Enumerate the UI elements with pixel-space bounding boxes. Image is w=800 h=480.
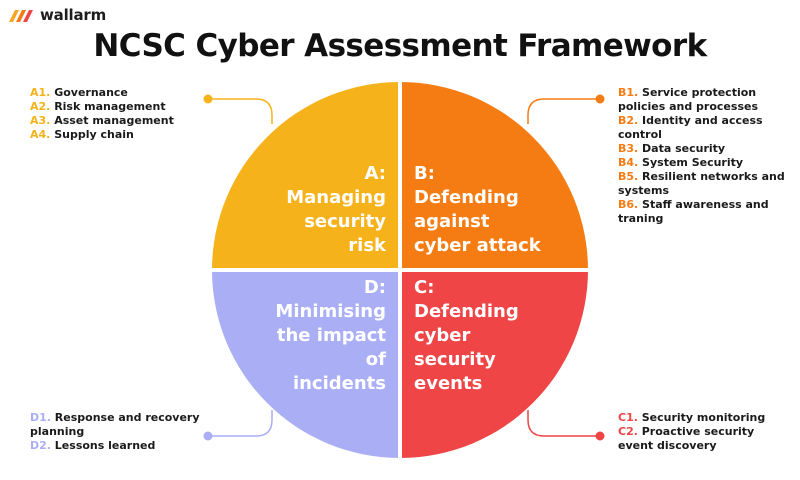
list-item: B6. Staff awareness and traning: [618, 198, 786, 226]
list-item: B1. Service protection policies and proc…: [618, 86, 786, 114]
item-code: A2.: [30, 100, 51, 113]
list-item: B2. Identity and access control: [618, 114, 786, 142]
item-text: Response and recovery planning: [30, 411, 200, 438]
quadrant-b-label: B: Defending against cyber attack: [414, 163, 541, 256]
item-text: Security monitoring: [637, 411, 766, 424]
item-text: Supply chain: [50, 128, 134, 141]
list-item: A2. Risk management: [30, 100, 210, 114]
list-item: B3. Data security: [618, 142, 786, 156]
item-code: B2.: [618, 114, 639, 127]
item-code: D1.: [30, 411, 51, 424]
item-code: A3.: [30, 114, 51, 127]
list-a: A1. Governance A2. Risk management A3. A…: [30, 86, 210, 142]
item-text: Resilient networks and systems: [618, 170, 785, 197]
item-code: B4.: [618, 156, 639, 169]
item-code: A4.: [30, 128, 51, 141]
quadrant-a-label: A: Managing security risk: [286, 163, 386, 256]
item-text: System Security: [638, 156, 744, 169]
item-text: Asset management: [50, 114, 174, 127]
wallarm-logo: wallarm: [8, 6, 106, 24]
list-item: A1. Governance: [30, 86, 210, 100]
list-item: B4. System Security: [618, 156, 786, 170]
list-b: B1. Service protection policies and proc…: [618, 86, 786, 226]
brand-name: wallarm: [40, 6, 107, 24]
item-code: B3.: [618, 142, 639, 155]
item-code: C1.: [618, 411, 638, 424]
connector-c: [527, 410, 605, 441]
item-text: Data security: [638, 142, 726, 155]
quadrant-d-label: D: Minimising the impact of incidents: [275, 277, 386, 394]
connector-d: [203, 410, 273, 441]
list-c: C1. Security monitoring C2. Proactive se…: [618, 411, 786, 453]
item-code: B5.: [618, 170, 639, 183]
list-item: A4. Supply chain: [30, 128, 210, 142]
connector-a: [203, 94, 273, 124]
item-text: Risk management: [50, 100, 166, 113]
page-title: NCSC Cyber Assessment Framework: [93, 28, 707, 64]
quadrant-c-label: C: Defending cyber security events: [414, 277, 519, 394]
wallarm-logo-icon: [9, 10, 33, 22]
list-item: C2. Proactive security event discovery: [618, 425, 786, 453]
list-item: D2. Lessons learned: [30, 439, 210, 453]
item-text: Staff awareness and traning: [618, 198, 769, 225]
item-text: Service protection policies and processe…: [618, 86, 758, 113]
item-text: Governance: [50, 86, 128, 99]
item-text: Identity and access control: [618, 114, 763, 141]
list-item: B5. Resilient networks and systems: [618, 170, 786, 198]
item-text: Lessons learned: [50, 439, 156, 452]
list-item: D1. Response and recovery planning: [30, 411, 210, 439]
list-item: C1. Security monitoring: [618, 411, 786, 425]
item-text: Proactive security event discovery: [618, 425, 755, 452]
item-code: B6.: [618, 198, 639, 211]
item-code: A1.: [30, 86, 51, 99]
list-d: D1. Response and recovery planning D2. L…: [30, 411, 210, 453]
item-code: B1.: [618, 86, 639, 99]
list-item: A3. Asset management: [30, 114, 210, 128]
item-code: D2.: [30, 439, 51, 452]
item-code: C2.: [618, 425, 638, 438]
connector-b: [527, 94, 605, 124]
